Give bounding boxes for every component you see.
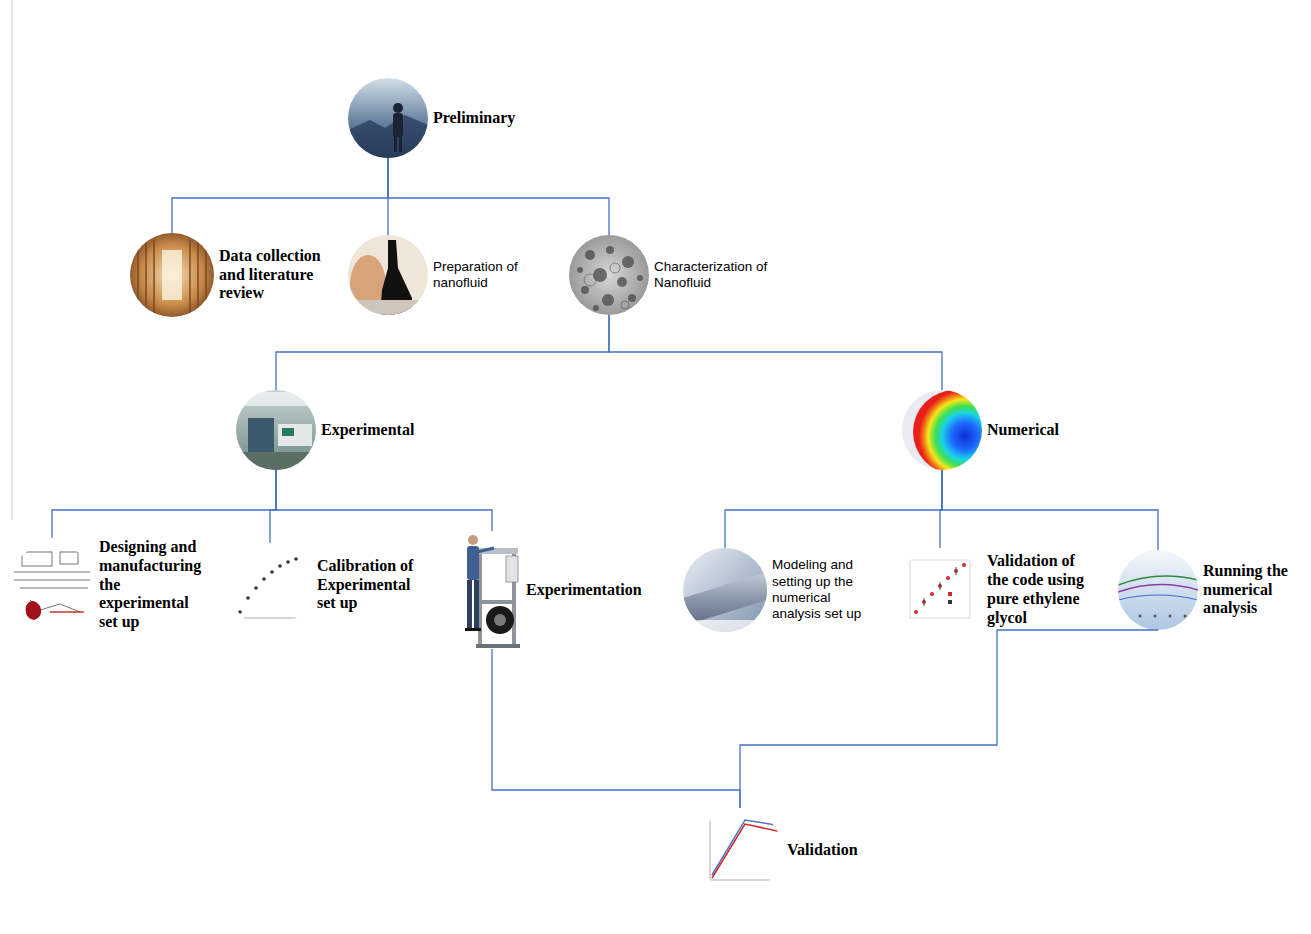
step-node: Validation of the code using pure ethyle… <box>898 548 1095 632</box>
step-node: Data collection and literature review <box>130 233 331 317</box>
step-label: Designing and manufacturing the experime… <box>99 538 209 632</box>
tree-connector <box>609 315 942 390</box>
step-label: Validation <box>787 841 858 860</box>
step-label: Data collection and literature review <box>219 247 331 304</box>
step-label-group: Experimentation <box>526 581 642 600</box>
icon-space <box>569 235 649 315</box>
step-node: Preparation of nanofluid <box>348 235 543 315</box>
step-label: Validation of the code using pure ethyle… <box>987 552 1095 628</box>
step-label: Characterization of Nanofluid <box>654 259 772 292</box>
tree-connector <box>740 630 1158 808</box>
step-label: Experimentation <box>526 581 642 600</box>
step-label: Preliminary <box>433 109 515 128</box>
icon-space <box>348 235 428 315</box>
step-label: Numerical <box>987 421 1059 440</box>
tree-connector <box>942 470 1158 550</box>
icon-space <box>1118 550 1198 630</box>
tree-connector <box>388 158 609 235</box>
step-label-group: Data collection and literature review <box>219 247 331 304</box>
step-node: Experimentation <box>463 531 642 649</box>
icon-space <box>463 531 521 649</box>
step-label-group: Calibration of Experimental set up <box>317 557 423 614</box>
tree-connector <box>52 470 276 538</box>
step-node: Calibration of Experimental set up <box>228 543 423 627</box>
step-node: Preliminary <box>348 78 515 158</box>
icon-space <box>348 78 428 158</box>
step-label-group: Preliminary <box>433 109 515 128</box>
icon-space <box>902 390 982 470</box>
tree-connector <box>725 470 942 548</box>
tree-connector <box>276 315 609 390</box>
step-label-group: Running the numerical analysis <box>1203 562 1301 619</box>
step-label: Modeling and setting up the numerical an… <box>772 557 876 623</box>
tree-connector <box>270 470 276 543</box>
step-node: Validation <box>698 808 858 892</box>
step-label-group: Experimental <box>321 421 414 440</box>
icon-space <box>10 543 94 627</box>
tree-connector <box>492 649 740 808</box>
step-node: Modeling and setting up the numerical an… <box>683 548 876 632</box>
step-node: Numerical <box>902 390 1059 470</box>
step-label-group: Modeling and setting up the numerical an… <box>772 557 876 623</box>
step-node: Designing and manufacturing the experime… <box>10 538 209 632</box>
step-node: Characterization of Nanofluid <box>569 235 772 315</box>
step-node: Running the numerical analysis <box>1118 550 1301 630</box>
icon-space <box>236 390 316 470</box>
icon-space <box>228 543 312 627</box>
step-label-group: Numerical <box>987 421 1059 440</box>
step-label: Preparation of nanofluid <box>433 259 543 292</box>
step-label-group: Designing and manufacturing the experime… <box>99 538 209 632</box>
icon-space <box>130 233 214 317</box>
step-node: Experimental <box>236 390 414 470</box>
icon-space <box>698 808 782 892</box>
tree-connector <box>172 158 388 233</box>
icon-space <box>683 548 767 632</box>
tree-connector <box>276 470 492 531</box>
step-label-group: Validation <box>787 841 858 860</box>
step-label-group: Validation of the code using pure ethyle… <box>987 552 1095 628</box>
step-label: Running the numerical analysis <box>1203 562 1301 619</box>
step-label-group: Characterization of Nanofluid <box>654 259 772 292</box>
step-label-group: Preparation of nanofluid <box>433 259 543 292</box>
step-label: Experimental <box>321 421 414 440</box>
icon-space <box>898 548 982 632</box>
step-label: Calibration of Experimental set up <box>317 557 423 614</box>
